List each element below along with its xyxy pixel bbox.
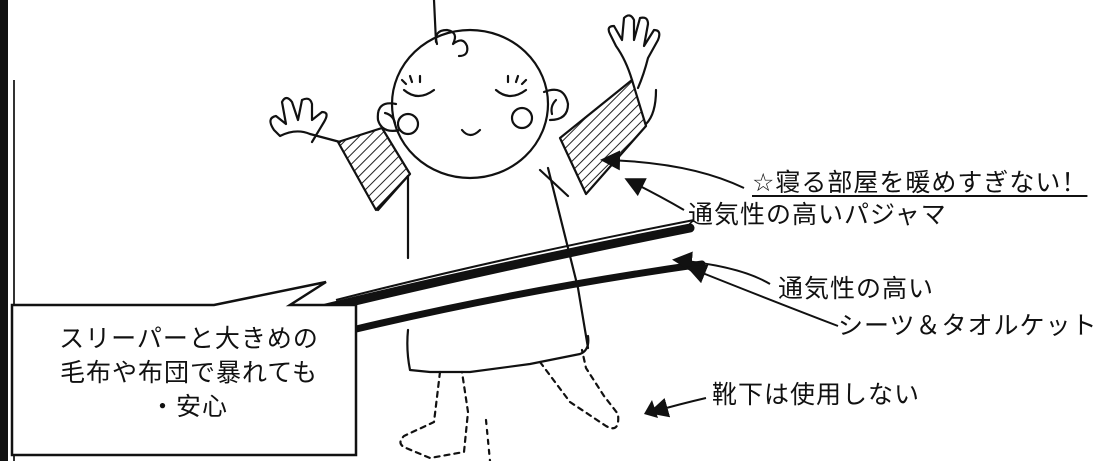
arrow-icon — [624, 178, 685, 211]
arrow-icon — [648, 397, 707, 418]
baby-illustration — [269, 0, 661, 461]
callout-line: 毛布や布団で暴れても — [59, 358, 318, 387]
pajama-label: 通気性の高いパジャマ — [688, 200, 947, 229]
sheet-label-line2: シーツ＆タオルケット — [838, 311, 1098, 340]
socks-label: 靴下は使用しない — [712, 380, 921, 409]
left-border — [0, 0, 8, 461]
room-warning-label: ☆寝る部屋を暖めすぎない！ — [752, 168, 1088, 197]
arrow-icon — [672, 251, 771, 285]
callout-text: スリーパーと大きめの 毛布や布団で暴れても ・安心 — [20, 322, 358, 452]
blanket-bands — [321, 219, 706, 334]
speech-bubble — [10, 280, 358, 457]
callout-line: ・安心 — [149, 392, 228, 421]
arrow-head-icon — [644, 400, 658, 418]
sheet-label-line1: 通気性の高い — [778, 274, 935, 303]
arrow-icon — [600, 150, 745, 189]
callout-line: スリーパーと大きめの — [59, 324, 319, 353]
arrow-icon — [686, 264, 839, 327]
